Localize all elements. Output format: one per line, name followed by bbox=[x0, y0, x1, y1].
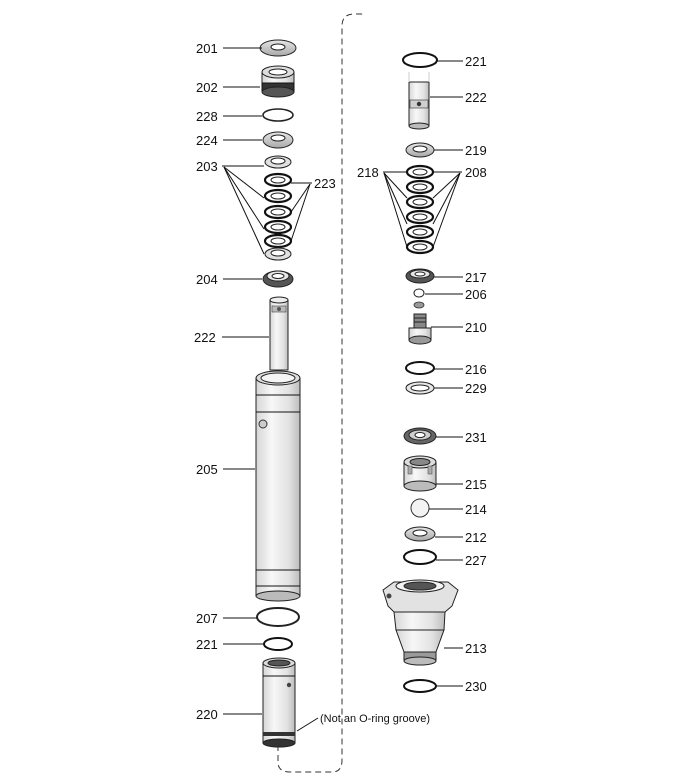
part-218-208-packing-stack bbox=[405, 164, 435, 255]
part-212-seat bbox=[404, 526, 436, 542]
part-216-ring bbox=[405, 361, 435, 375]
label-228: 228 bbox=[196, 109, 218, 124]
note-not-o-ring-groove: (Not an O-ring groove) bbox=[320, 713, 430, 725]
label-210: 210 bbox=[465, 320, 487, 335]
label-212: 212 bbox=[465, 530, 487, 545]
part-231-valve-seat bbox=[403, 427, 437, 445]
label-222-left: 222 bbox=[194, 330, 216, 345]
label-223: 223 bbox=[314, 176, 336, 191]
part-222-displacement-rod bbox=[269, 296, 289, 371]
label-208: 208 bbox=[465, 165, 487, 180]
label-220: 220 bbox=[196, 707, 218, 722]
part-227-o-ring bbox=[403, 549, 437, 565]
label-224: 224 bbox=[196, 133, 218, 148]
label-204: 204 bbox=[196, 272, 218, 287]
part-229-ring bbox=[405, 381, 435, 395]
part-230-o-ring bbox=[403, 679, 437, 693]
label-214: 214 bbox=[465, 502, 487, 517]
label-227: 227 bbox=[465, 553, 487, 568]
part-206-small-ring bbox=[413, 288, 425, 309]
part-205-pump-cylinder bbox=[255, 370, 301, 602]
part-224-bearing bbox=[262, 131, 294, 149]
label-205: 205 bbox=[196, 462, 218, 477]
label-216: 216 bbox=[465, 362, 487, 377]
part-219-washer bbox=[405, 142, 435, 158]
part-217-gland bbox=[405, 268, 435, 284]
label-217: 217 bbox=[465, 270, 487, 285]
label-221-right: 221 bbox=[465, 54, 487, 69]
part-213-intake-housing bbox=[382, 579, 459, 666]
label-201: 201 bbox=[196, 41, 218, 56]
part-204-gland bbox=[262, 270, 294, 288]
label-229: 229 bbox=[465, 381, 487, 396]
label-221-left: 221 bbox=[196, 637, 218, 652]
label-222-right: 222 bbox=[465, 90, 487, 105]
label-218: 218 bbox=[357, 165, 379, 180]
label-213: 213 bbox=[465, 641, 487, 656]
label-202: 202 bbox=[196, 80, 218, 95]
part-202-packing-nut bbox=[261, 65, 295, 98]
label-203: 203 bbox=[196, 159, 218, 174]
label-207: 207 bbox=[196, 611, 218, 626]
part-222-rod-end bbox=[408, 72, 430, 130]
part-207-o-ring bbox=[256, 607, 300, 627]
part-221-o-ring-left bbox=[263, 637, 293, 651]
part-228-o-ring bbox=[262, 108, 294, 122]
part-220-sleeve bbox=[262, 657, 296, 748]
part-214-ball bbox=[410, 498, 430, 518]
label-230: 230 bbox=[465, 679, 487, 694]
label-215: 215 bbox=[465, 477, 487, 492]
part-203-223-packing-stack bbox=[263, 155, 293, 261]
label-206: 206 bbox=[465, 287, 487, 302]
label-219: 219 bbox=[465, 143, 487, 158]
part-201-washer bbox=[259, 39, 297, 57]
part-210-piston-valve bbox=[408, 313, 432, 345]
part-215-ball-guide bbox=[403, 455, 437, 492]
assembly-dashed-path bbox=[277, 13, 365, 773]
label-231: 231 bbox=[465, 430, 487, 445]
part-221-o-ring-right bbox=[402, 52, 438, 68]
